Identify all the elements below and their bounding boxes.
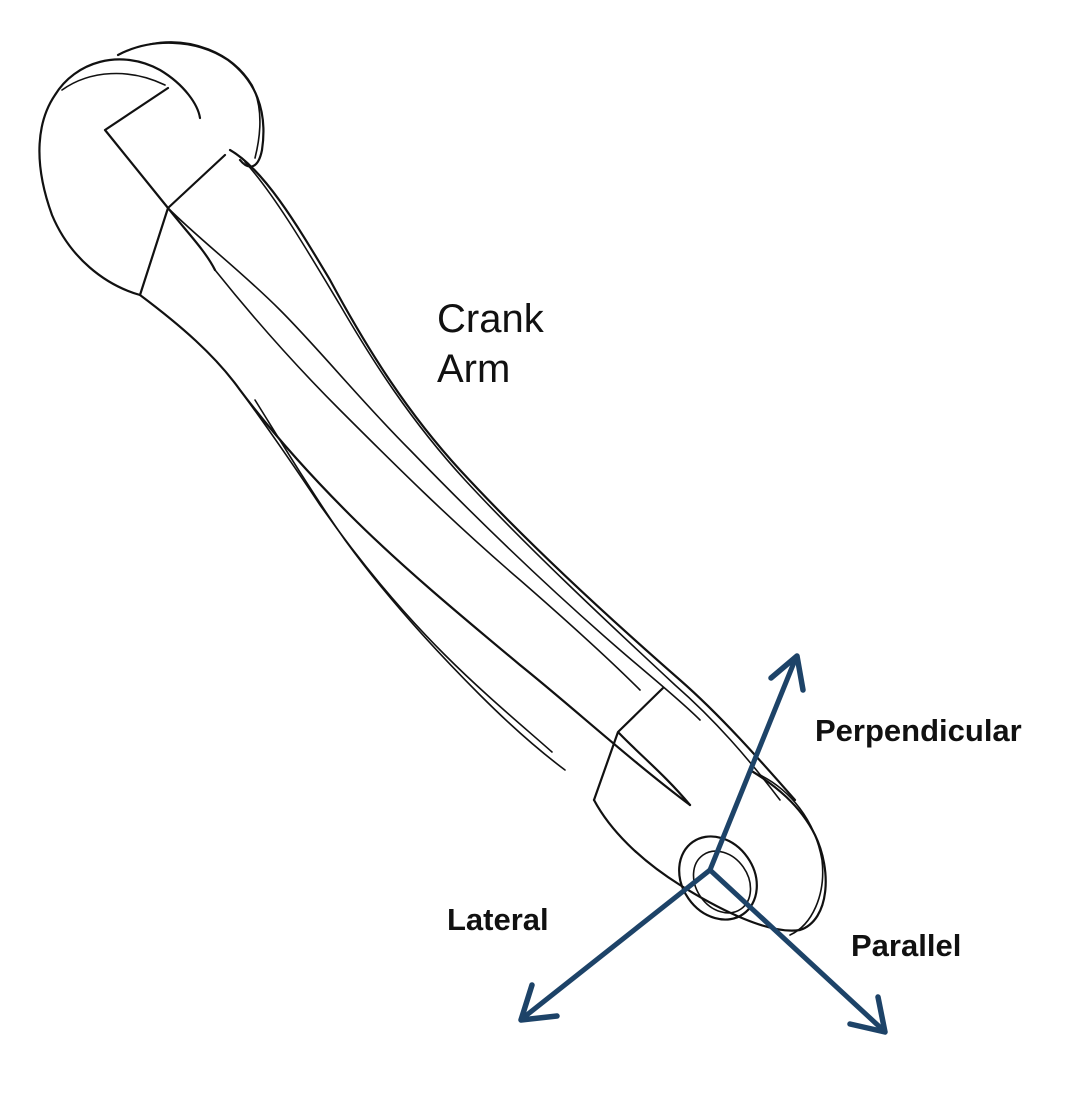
- spindle-boss-inner: [149, 41, 261, 159]
- parallel-arrowhead-icon: [847, 994, 888, 1035]
- lateral-axis-label: Lateral: [447, 902, 549, 937]
- crank-arm-label-line2: Arm: [437, 347, 511, 391]
- top-end-face: [38, 58, 202, 297]
- perpendicular-arrowhead-icon: [768, 653, 806, 693]
- top-facet-lines: [103, 86, 227, 297]
- perpendicular-axis-label: Perpendicular: [815, 713, 1022, 748]
- pedal-hole: [678, 835, 758, 921]
- perpendicular-axis-line: [707, 657, 798, 873]
- arm-lower-underside: [254, 399, 566, 771]
- pedal-end-face: [592, 768, 827, 932]
- crank-arm-drawing: [38, 41, 827, 936]
- pedal-end-rim: [759, 774, 824, 936]
- arm-lower-bevel: [239, 389, 553, 753]
- crank-arm-label-line1: Crank: [437, 297, 544, 341]
- parallel-axis-label: Parallel: [851, 928, 962, 963]
- lateral-arrowhead-icon: [518, 982, 560, 1023]
- arm-lower-edge: [138, 293, 692, 807]
- arm-ridge-mid: [167, 207, 701, 721]
- pedal-hole-inner: [692, 850, 752, 914]
- crank-arm-label: Crank Arm: [437, 294, 544, 394]
- top-end-face-edge: [61, 72, 166, 91]
- arm-upper-edge: [228, 148, 797, 802]
- lateral-axis-line: [520, 867, 713, 1021]
- force-axes: [518, 653, 888, 1035]
- parallel-axis-line: [707, 867, 886, 1033]
- arm-upper-bevel: [244, 161, 781, 801]
- bottom-facet-lines: [592, 686, 692, 807]
- arm-ridge-upper: [214, 269, 641, 691]
